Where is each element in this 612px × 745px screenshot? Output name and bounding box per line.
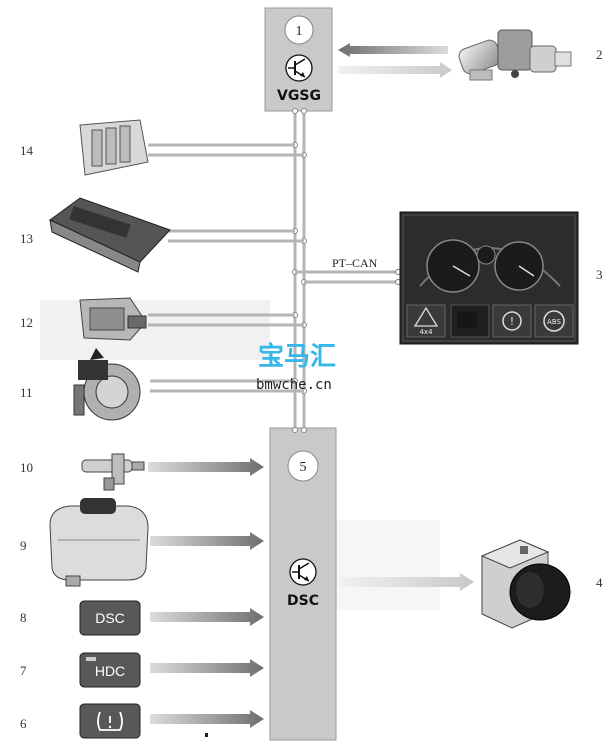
component-number: 13	[20, 231, 33, 246]
watermark-url: bmwche.cn	[256, 377, 332, 393]
dsc-number-circle	[287, 450, 319, 482]
transistor-icon	[289, 558, 317, 586]
control-unit-image	[79, 119, 149, 176]
dsc-button-image: DSC	[79, 600, 141, 636]
engine-ecu-image	[49, 197, 171, 273]
component-number: 4	[596, 575, 603, 590]
instrument-cluster: 4x4 ! ABS	[399, 211, 579, 345]
svg-text:!: !	[510, 315, 514, 328]
component-wires	[148, 143, 398, 393]
sensor-module-image	[79, 297, 147, 341]
tire-pressure-button-image	[79, 703, 141, 739]
dsc-label: DSC	[287, 593, 319, 609]
display-panel-icon	[450, 304, 490, 338]
steering-sensor-image	[73, 348, 141, 421]
dsc-module: 5 DSC	[269, 427, 337, 741]
transistor-icon	[285, 54, 313, 82]
component-number: 3	[596, 267, 603, 282]
component-number: 10	[20, 460, 33, 475]
scan-smudge	[40, 300, 270, 360]
scan-smudge	[320, 520, 440, 610]
tire-pressure-icon	[97, 711, 123, 731]
hydraulic-unit-image	[480, 539, 571, 629]
component-number: 2	[596, 47, 603, 62]
four-wd-label: 4x4	[419, 328, 433, 336]
hdc-button-label: HDC	[95, 663, 125, 679]
fluid-reservoir-image	[49, 498, 149, 587]
watermark-title: 宝马汇	[258, 341, 336, 372]
brake-warning-icon	[492, 304, 532, 338]
vgsg-module: 1 VGSG	[264, 7, 333, 112]
component-number: 14	[20, 143, 34, 158]
signal-arrow	[338, 573, 474, 591]
pt-can-label: PT–CAN	[332, 256, 378, 270]
watermark: 宝马汇 bmwche.cn	[256, 341, 336, 393]
scan-dot	[205, 733, 208, 737]
actuator-motor-image	[458, 29, 572, 81]
component-number: 8	[20, 610, 27, 625]
dsc-number: 5	[300, 460, 307, 475]
component-number: 6	[20, 716, 27, 731]
signal-arrow	[148, 458, 264, 476]
signal-arrow	[150, 659, 264, 677]
four-wheel-drive-warning-icon	[406, 304, 446, 338]
abs-label: ABS	[547, 318, 561, 326]
signal-arrow	[150, 532, 264, 550]
vgsg-label: VGSG	[277, 88, 321, 104]
signal-arrow	[338, 62, 452, 78]
signal-arrow	[150, 608, 264, 626]
vgsg-number: 1	[296, 24, 303, 39]
component-number: 7	[20, 663, 27, 678]
vgsg-number-circle	[284, 15, 314, 45]
pressure-sensor-image	[81, 453, 145, 491]
component-number: 11	[20, 385, 33, 400]
component-number: 12	[20, 315, 33, 330]
signal-arrow	[150, 710, 264, 728]
hdc-button-image: HDC	[79, 652, 141, 688]
component-number: 9	[20, 538, 27, 553]
signal-arrow	[338, 43, 448, 57]
dsc-button-label: DSC	[95, 610, 125, 626]
